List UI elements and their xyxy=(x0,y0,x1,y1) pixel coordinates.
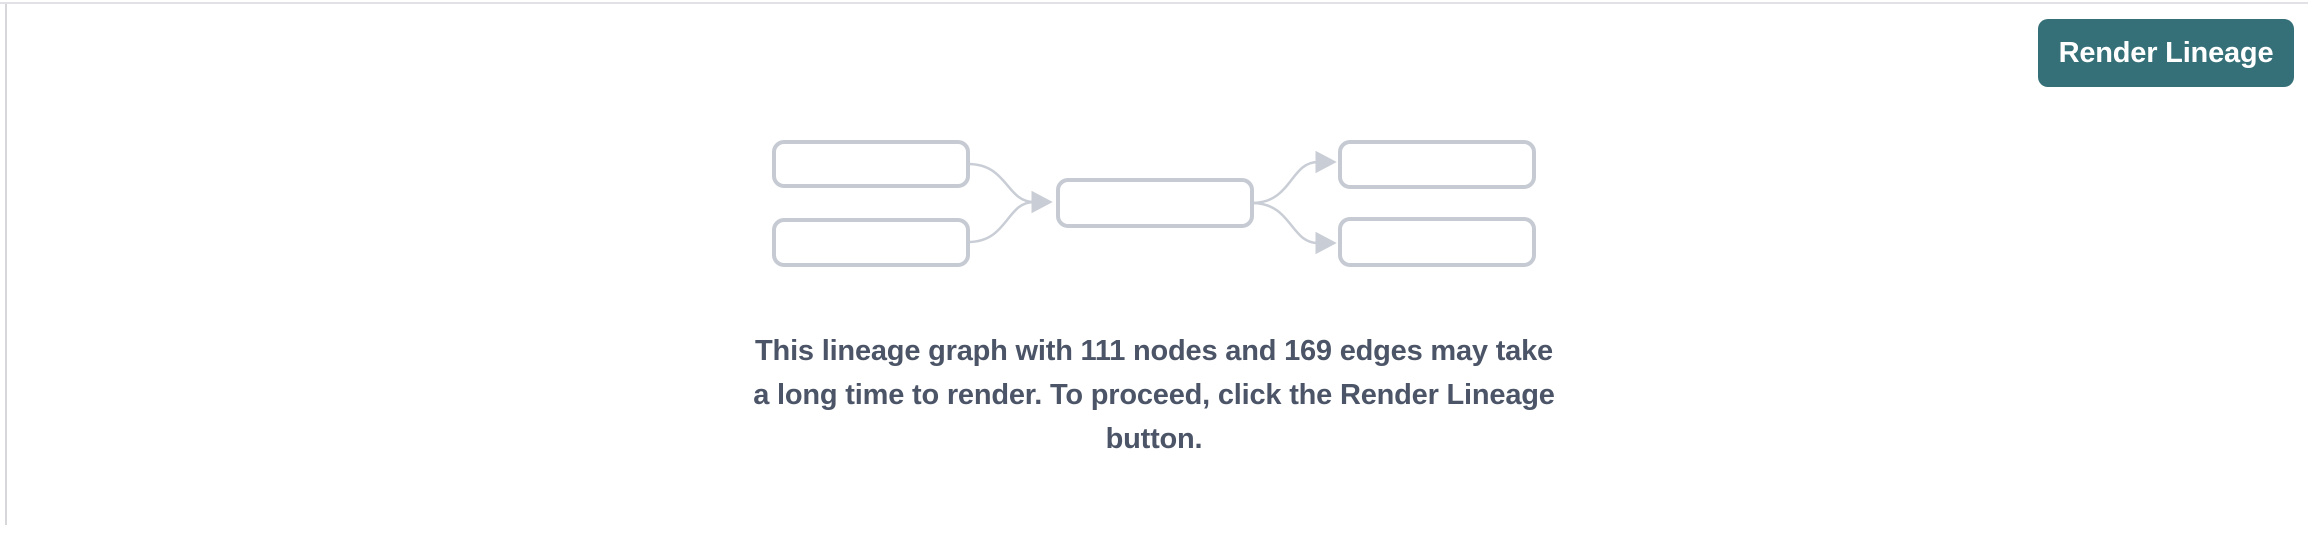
placeholder-node xyxy=(1056,178,1254,228)
lineage-edges xyxy=(967,150,1337,255)
render-lineage-button[interactable]: Render Lineage xyxy=(2038,19,2294,87)
lineage-nodes xyxy=(772,140,1536,267)
lineage-edge xyxy=(967,200,1035,244)
lineage-edge xyxy=(967,162,1053,214)
panel-left-border xyxy=(5,4,7,525)
lineage-placeholder-graphic xyxy=(772,140,1536,267)
panel-top-border xyxy=(0,2,2308,4)
placeholder-node xyxy=(772,218,970,267)
lineage-edge xyxy=(1251,201,1337,255)
placeholder-node xyxy=(772,140,970,188)
lineage-warning-message: This lineage graph with 111 nodes and 16… xyxy=(753,335,1555,455)
placeholder-node xyxy=(1338,217,1536,267)
placeholder-node xyxy=(1338,140,1536,189)
lineage-edge xyxy=(1251,150,1337,205)
